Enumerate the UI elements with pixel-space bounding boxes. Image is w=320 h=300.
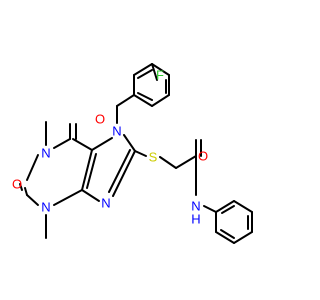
- atom-label-fluorine: F: [156, 68, 164, 83]
- bond: [53, 189, 83, 206]
- bond: [134, 150, 147, 157]
- atom-label-oxygen-c6: O: [95, 112, 105, 127]
- bond: [112, 150, 136, 197]
- bond: [24, 187, 28, 196]
- atom-label-layer: F O N N S O O N N N H: [12, 68, 208, 227]
- bond: [123, 134, 136, 152]
- bond: [86, 153, 97, 189]
- atom-label-nitrogen-n9: N: [101, 196, 110, 211]
- bond: [133, 94, 153, 107]
- bond: [108, 149, 131, 193]
- bond: [72, 138, 93, 151]
- bond: [215, 231, 235, 244]
- bond: [116, 94, 135, 107]
- atom-label-sulfur: S: [149, 150, 158, 165]
- bond: [233, 231, 253, 244]
- bond: [215, 200, 235, 213]
- bond: [53, 138, 71, 149]
- bond: [159, 156, 177, 169]
- molecule-diagram: F O N N S O O N N N H: [12, 63, 253, 244]
- atom-label-nitrogen-amide: N: [191, 199, 200, 214]
- bond: [151, 63, 158, 81]
- bond: [26, 154, 39, 181]
- bond: [137, 69, 153, 79]
- bond: [137, 92, 153, 101]
- bond: [221, 205, 235, 214]
- atom-label-nitrogen-n3: N: [41, 200, 50, 215]
- bond: [175, 155, 197, 169]
- atom-label-nitrogen-n1: N: [41, 146, 50, 161]
- bond: [91, 137, 113, 151]
- bond: [19, 183, 23, 191]
- atom-label-hydrogen-amide: H: [191, 212, 200, 227]
- atom-label-nitrogen-n7: N: [112, 124, 121, 139]
- bond: [151, 63, 170, 76]
- bond: [81, 149, 93, 191]
- bond: [133, 63, 153, 76]
- structure-canvas: F O N N S O O N N N H: [12, 63, 253, 244]
- bond: [220, 229, 235, 239]
- bond: [81, 189, 100, 202]
- atom-label-oxygen-amide: O: [198, 149, 208, 164]
- bond-layer: [19, 63, 253, 244]
- bond: [26, 194, 39, 206]
- bond: [233, 200, 253, 213]
- bond: [203, 205, 217, 213]
- atom-label-oxygen-c2: O: [12, 177, 22, 192]
- bond: [151, 94, 170, 107]
